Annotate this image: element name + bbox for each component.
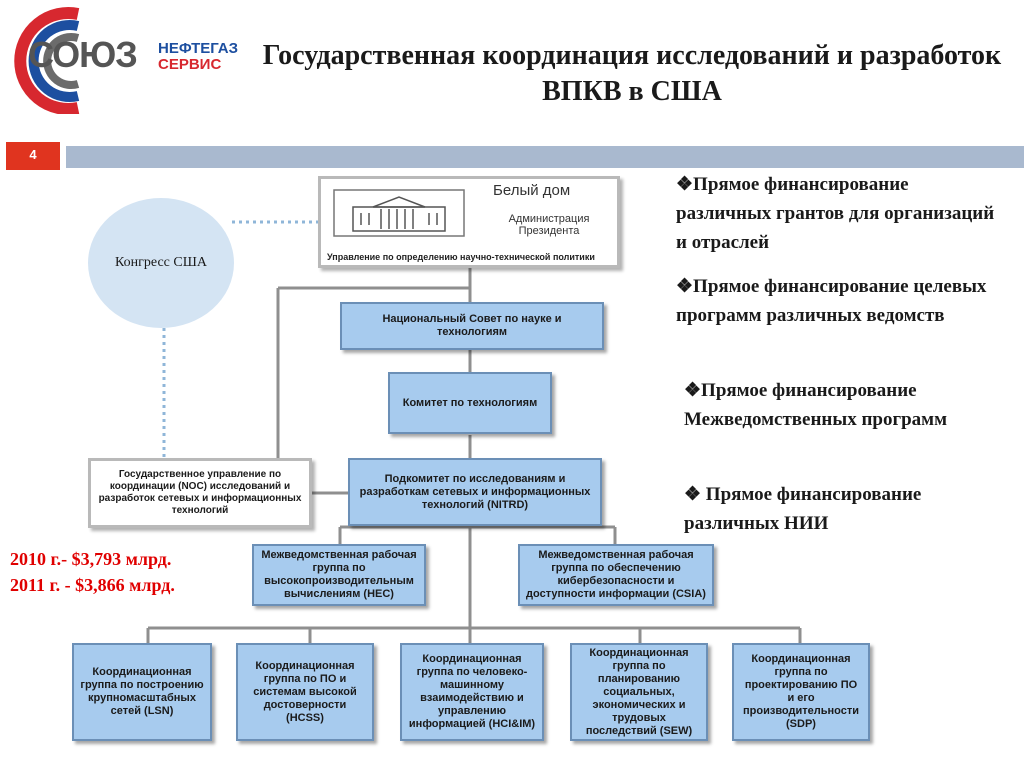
diamond-bullet-icon: ❖ xyxy=(676,276,694,297)
logo-top-text: НЕФТЕГАЗ xyxy=(158,40,239,57)
nitrd-box: Подкомитет по исследованиям и разработка… xyxy=(348,458,602,526)
bullet-item: ❖ Прямое финансирование различных НИИ xyxy=(684,484,922,534)
bullet-item: ❖Прямое финансирование Межведомственных … xyxy=(684,380,948,430)
group-hci-im-box: Координационная группа по человеко-машин… xyxy=(400,643,544,741)
white-house-icon xyxy=(333,189,465,237)
page-title: Государственная координация исследований… xyxy=(262,40,1002,107)
logo-main-text: СОЮЗ xyxy=(28,34,138,75)
diamond-bullet-icon: ❖ xyxy=(684,380,702,401)
bullet-item: ❖Прямое финансирование различных грантов… xyxy=(676,174,995,253)
header-bar xyxy=(66,146,1024,168)
funding-2010: 2010 г.- $3,793 млрд. xyxy=(10,549,172,569)
funding-2011: 2011 г. - $3,866 млрд. xyxy=(10,575,175,595)
funding-amounts: 2010 г.- $3,793 млрд. 2011 г. - $3,866 м… xyxy=(10,546,250,598)
group-lsn-box: Координационная группа по построению кру… xyxy=(72,643,212,741)
congress-circle: Конгресс США xyxy=(88,198,234,328)
white-house-box: Белый дом Администрация Президента Управ… xyxy=(318,176,620,268)
csia-box: Межведомственная рабочая группа по обесп… xyxy=(518,544,714,606)
white-house-subtitle: Администрация Президента xyxy=(508,213,590,237)
congress-label: Конгресс США xyxy=(115,255,207,270)
company-logo: СОЮЗ НЕФТЕГАЗ СЕРВИС xyxy=(8,4,258,115)
group-sew-box: Координационная группа по планированию с… xyxy=(570,643,708,741)
science-council-box: Национальный Совет по науке и технология… xyxy=(340,302,604,350)
technology-committee-box: Комитет по технологиям xyxy=(388,372,552,434)
diamond-bullet-icon: ❖ xyxy=(676,174,694,195)
bullet-item: ❖Прямое финансирование целевых программ … xyxy=(676,276,987,326)
noc-box: Государственное управление по координаци… xyxy=(88,458,312,528)
group-sdp-box: Координационная группа по проектированию… xyxy=(732,643,870,741)
logo-bottom-text: СЕРВИС xyxy=(158,56,222,73)
logo-emblem-icon xyxy=(14,7,80,115)
group-hcss-box: Координационная группа по ПО и системам … xyxy=(236,643,374,741)
science-policy-office: Управление по определению научно-техниче… xyxy=(327,252,595,262)
hec-box: Межведомственная рабочая группа по высок… xyxy=(252,544,426,606)
diamond-bullet-icon: ❖ xyxy=(684,484,702,505)
page-number-badge: 4 xyxy=(6,142,60,170)
white-house-title: Белый дом xyxy=(493,182,571,199)
